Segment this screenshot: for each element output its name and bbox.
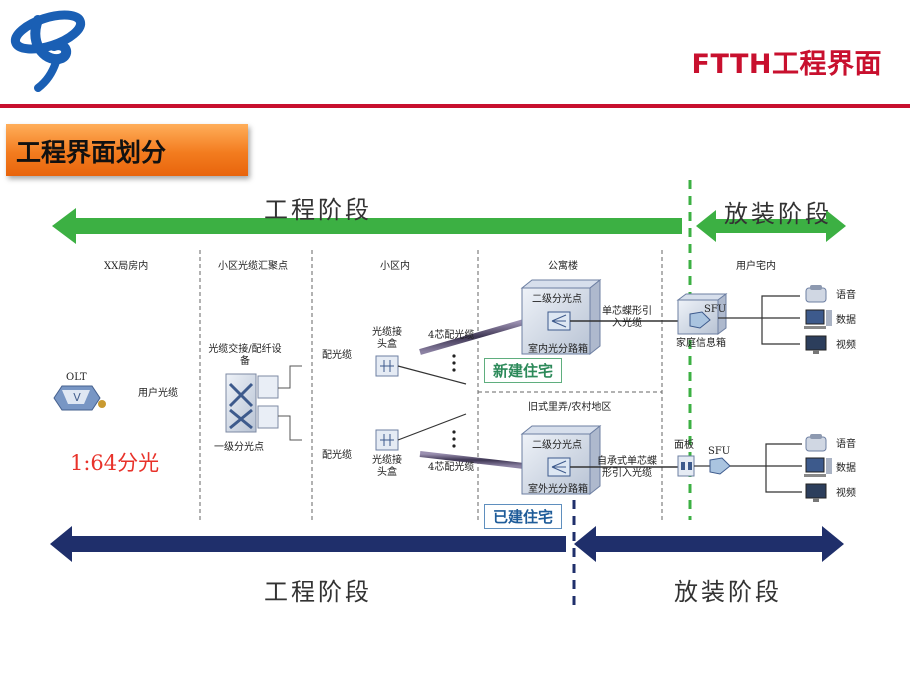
home-info-box	[676, 293, 728, 335]
split-ratio-label: 1:64分光	[70, 451, 160, 475]
bottom-installation-arrow	[574, 526, 844, 562]
drop-top-label: 单芯蝶形引入光缆	[602, 306, 652, 329]
monitor-icon	[805, 483, 827, 502]
splitter-icon	[547, 311, 571, 331]
indoor-box-label: 室内光分路箱	[528, 344, 588, 355]
top-engineering-label: 工程阶段	[264, 196, 372, 224]
user-cable-label: 用户光缆	[138, 388, 178, 399]
bottom-engineering-arrow	[50, 526, 566, 562]
indoor-splitter-box	[520, 278, 602, 356]
olt-icon: V	[53, 385, 106, 411]
panel-icon	[677, 455, 695, 477]
video-bottom-label: 视频	[836, 488, 856, 499]
outdoor-splitter-box	[520, 424, 602, 496]
joint-box-icon	[375, 355, 399, 377]
top-engineering-arrow	[52, 208, 682, 244]
page-title: FTTH工程界面	[691, 49, 882, 80]
computer-icon	[804, 309, 832, 329]
secondary-splitter-bottom-label: 二级分光点	[532, 440, 582, 451]
zone-old-area: 旧式里弄/农村地区	[528, 402, 612, 413]
joint-box-icon	[375, 429, 399, 451]
home-box-label: 家庭信息箱	[676, 338, 726, 349]
olt-label: OLT	[66, 372, 87, 383]
video-top-label: 视频	[836, 340, 856, 351]
section-title: 工程界面划分	[16, 138, 167, 167]
zone-aggregation: 小区光缆汇聚点	[218, 261, 288, 272]
zone-central-office: XX局房内	[104, 261, 149, 272]
old-building-label: 已建住宅	[484, 504, 563, 529]
panel-label: 面板	[674, 440, 694, 451]
voice-bottom-label: 语音	[836, 439, 856, 450]
joint-box-top-label: 光缆接头盒	[372, 327, 402, 350]
monitor-icon	[805, 335, 827, 354]
dist-cable-bottom-label: 配光缆	[322, 450, 352, 461]
voice-top-label: 语音	[836, 290, 856, 301]
bottom-engineering-label: 工程阶段	[264, 578, 372, 606]
svg-text:V: V	[73, 391, 81, 404]
cable4-bottom	[419, 451, 525, 469]
section-banner: 工程界面划分	[6, 124, 248, 176]
cross-connect-icon	[225, 373, 279, 433]
top-installation-arrow	[696, 210, 846, 242]
phone-icon	[805, 434, 827, 452]
china-telecom-logo	[10, 10, 86, 92]
zone-user-home: 用户宅内	[736, 261, 776, 272]
data-top-label: 数据	[836, 315, 856, 326]
dist-cable-top-label: 配光缆	[322, 350, 352, 361]
drop-bottom-label: 自承式单芯蝶形引入光缆	[597, 456, 657, 479]
sfu-bottom-label: SFU	[708, 446, 731, 457]
new-building-label: 新建住宅	[484, 358, 563, 383]
joint-box-bottom-label: 光缆接头盒	[372, 455, 402, 478]
top-installation-label: 放装阶段	[724, 200, 832, 228]
cable4-bottom-label: 4芯配光缆	[428, 462, 475, 473]
outdoor-box-label: 室外光分路箱	[528, 484, 588, 495]
cable4-top	[419, 319, 525, 355]
sfu-icon	[709, 457, 731, 475]
cross-connect-label: 光缆交接/配纤设备	[208, 344, 282, 367]
sfu-icon	[689, 311, 711, 329]
primary-splitter-label: 一级分光点	[214, 442, 264, 453]
zone-dividers	[199, 250, 663, 520]
header-rule	[0, 104, 910, 108]
computer-icon	[804, 457, 832, 477]
cable4-top-label: 4芯配光缆	[428, 330, 475, 341]
zone-community: 小区内	[380, 261, 410, 272]
splitter-icon	[547, 457, 571, 477]
ellipsis-dots	[452, 354, 456, 448]
data-bottom-label: 数据	[836, 463, 856, 474]
bottom-installation-label: 放装阶段	[674, 578, 782, 606]
phone-icon	[805, 285, 827, 303]
sfu-top-label: SFU	[704, 304, 727, 315]
secondary-splitter-top-label: 二级分光点	[532, 294, 582, 305]
zone-apartment: 公寓楼	[548, 261, 578, 272]
